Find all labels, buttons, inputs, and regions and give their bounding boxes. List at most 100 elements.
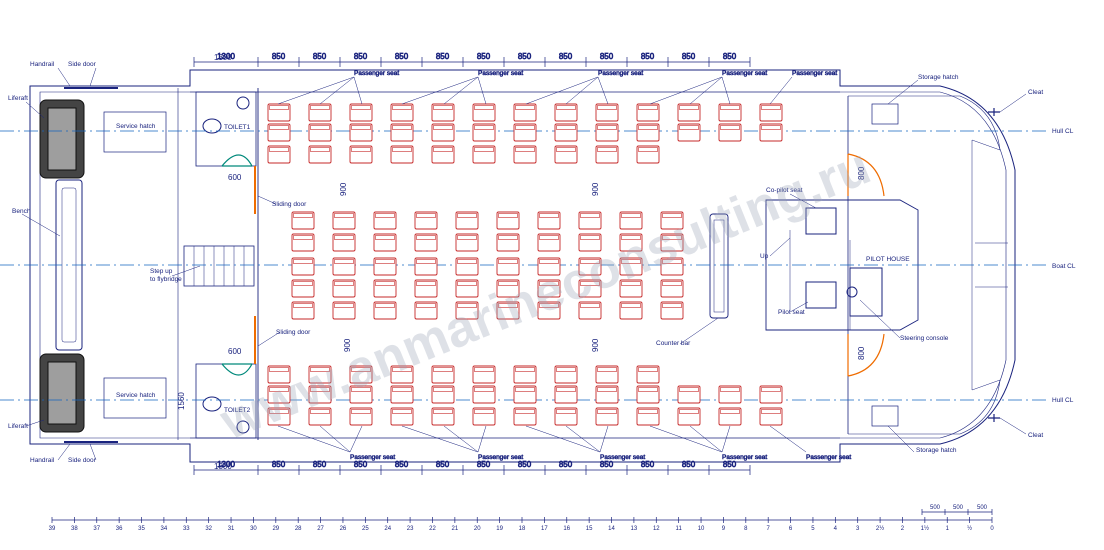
center-block-seat-9-1 — [660, 233, 684, 252]
center-block-seat-7-4 — [578, 301, 602, 320]
center-block-seat-0-1 — [291, 233, 315, 252]
bottom-block-seat-7-1 — [554, 385, 578, 404]
top-block-seat-5-2 — [472, 145, 496, 164]
ruler-label-30: 9 — [722, 526, 726, 532]
ruler-label-36: 3 — [856, 526, 860, 532]
center-block-seat-1-4 — [332, 301, 356, 320]
bottom-block-seat-4-0 — [431, 365, 455, 384]
center-block-seat-7-1 — [578, 233, 602, 252]
label-toilet2: TOILET2 — [224, 407, 251, 414]
label-passenger-seat-bottom-3: Passenger seat — [600, 454, 645, 461]
center-block-seat-0-4 — [291, 301, 315, 320]
label-passenger-seat-top-1-leader-1 — [319, 76, 355, 105]
center-block-seat-4-4 — [455, 301, 479, 320]
center-block-seat-2-3 — [373, 279, 397, 298]
ruler-label-40: 1 — [946, 526, 950, 532]
dim-door-800-top: 800 — [857, 166, 866, 180]
label-to-flybridge: to flybridge — [150, 276, 182, 283]
steering-wheel — [846, 286, 858, 298]
ruler-label-9: 30 — [250, 526, 257, 532]
label-passenger-seat-bottom-4-leader-2 — [721, 425, 731, 453]
center-block-seat-9-4 — [660, 301, 684, 320]
bottom-block-seat-7-2 — [554, 407, 578, 426]
top-block-seat-1-0 — [308, 103, 332, 122]
top-block-seat-2-0 — [349, 103, 373, 122]
cleat-bottom-shape — [988, 414, 1000, 422]
label-passenger-seat-top-2-leader-1 — [443, 76, 479, 105]
label-passenger-seat-top-1: Passenger seat — [354, 70, 399, 77]
label-toilet1: TOILET1 — [224, 124, 251, 131]
label-passenger-seat-bottom-4-leader-1 — [689, 425, 723, 453]
label-side-door-bottom: Side door — [68, 457, 97, 464]
bottom-fwd-block-seat-0-1 — [677, 407, 701, 426]
center-block-seat-2-2 — [373, 257, 397, 276]
center-block-seat-7-3 — [578, 279, 602, 298]
ruler-label-32: 7 — [767, 526, 771, 532]
callout-leader-1 — [89, 67, 97, 87]
top-fwd-block-seat-0-1 — [677, 123, 701, 142]
center-block-seat-8-0 — [619, 211, 643, 230]
center-block-seat-3-2 — [414, 257, 438, 276]
bottom-block-seat-1-2 — [308, 407, 332, 426]
label-cleat-top: Cleat — [1028, 89, 1043, 96]
center-block-seat-9-3 — [660, 279, 684, 298]
ruler-label-8: 31 — [228, 526, 235, 532]
ruler-label-0: 39 — [49, 526, 56, 532]
center-block-seat-2-0 — [373, 211, 397, 230]
dim-bar-top-label-1: 850 — [272, 52, 286, 61]
top-block-seat-4-2 — [431, 145, 455, 164]
hull-outline — [29, 69, 1016, 463]
label-passenger-seat-top-3-leader-0 — [525, 76, 599, 105]
bottom-fwd-block-seat-2-0 — [759, 385, 783, 404]
service-hatch-bottom — [103, 377, 167, 419]
label-passenger-seat-bottom-1-leader-1 — [319, 425, 351, 453]
callout-leader-10 — [679, 317, 719, 345]
top-block-seat-7-0 — [554, 103, 578, 122]
ruler-label-6: 33 — [183, 526, 190, 532]
label-passenger-seat-bottom-1-leader-0 — [277, 425, 351, 453]
dim-bar-bottom-label-1: 850 — [272, 460, 286, 469]
toilet2-sink — [236, 420, 250, 434]
top-block-seat-4-0 — [431, 103, 455, 122]
ruler-label-35: 4 — [834, 526, 838, 532]
dim-bar-top-label-0: 1300 — [217, 52, 235, 61]
label-steering-console: Steering console — [900, 335, 949, 342]
bottom-block-seat-6-0 — [513, 365, 537, 384]
callout-leader-15 — [887, 79, 919, 105]
top-block-seat-6-0 — [513, 103, 537, 122]
doors — [221, 153, 885, 377]
liferafts — [39, 99, 85, 433]
center-block-seat-1-0 — [332, 211, 356, 230]
dim-bar-bottom-label-6: 850 — [477, 460, 491, 469]
center-block-seat-8-2 — [619, 257, 643, 276]
storage-hatch-top — [871, 103, 899, 125]
ruler-label-1: 38 — [71, 526, 78, 532]
label-up: Up — [760, 253, 769, 260]
bottom-block-seat-4-2 — [431, 407, 455, 426]
ruler-label-3: 36 — [116, 526, 123, 532]
top-fwd-block-seat-0-0 — [677, 103, 701, 122]
center-block-seat-9-2 — [660, 257, 684, 276]
bow-hull-top — [848, 95, 1001, 151]
label-liferaft-top: Liferaft — [8, 95, 28, 102]
dim-aisle-bottom-right: 900 — [591, 338, 600, 352]
ruler-label-41: ½ — [967, 525, 972, 532]
label-service-hatch-top: Service hatch — [116, 123, 156, 130]
callout-leader-4 — [171, 265, 201, 277]
dim-bar-bottom-label-7: 850 — [518, 460, 532, 469]
label-sliding-door-top: Sliding door — [272, 201, 307, 208]
center-block-seat-6-2 — [537, 257, 561, 276]
label-passenger-seat-bottom-5-leader-0 — [769, 425, 807, 453]
ruler-label-5: 34 — [161, 526, 168, 532]
ruler-label-24: 15 — [586, 526, 593, 532]
label-handrail-bottom: Handrail — [30, 457, 55, 464]
bow-hull-bottom — [848, 379, 1001, 435]
top-block-seat-0-0 — [267, 103, 291, 122]
service-hatch-top — [103, 111, 167, 153]
center-block-seat-1-1 — [332, 233, 356, 252]
dim-bar-top-label-7: 850 — [518, 52, 532, 61]
center-block-seat-3-3 — [414, 279, 438, 298]
center-block-seat-8-3 — [619, 279, 643, 298]
